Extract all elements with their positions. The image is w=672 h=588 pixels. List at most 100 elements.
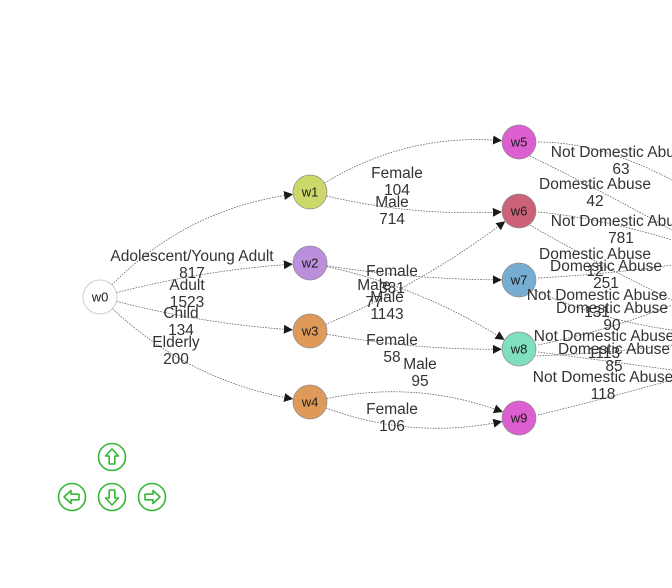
- node-w7[interactable]: w7: [501, 262, 537, 298]
- node-w5[interactable]: w5: [501, 124, 537, 160]
- node-circle[interactable]: [501, 400, 537, 436]
- node-label: w8: [510, 342, 528, 357]
- node-w8[interactable]: w8: [501, 331, 537, 367]
- edge-label-value: 131: [584, 304, 610, 321]
- nodes-layer: w0 w1 w2 w3 w4 w5 w6 w7 w8 w9: [82, 124, 537, 436]
- node-label: w5: [510, 135, 528, 150]
- nav-left-button[interactable]: [57, 482, 87, 512]
- nav-button-ring[interactable]: [57, 482, 87, 512]
- node-label: w7: [510, 273, 528, 288]
- edge-label-value: 104: [384, 182, 410, 199]
- node-w4[interactable]: w4: [292, 384, 328, 420]
- nav-button-ring[interactable]: [137, 482, 167, 512]
- edge-label-value: 95: [411, 373, 428, 390]
- node-w3[interactable]: w3: [292, 313, 328, 349]
- edge-label-value: 1523: [170, 294, 204, 311]
- node-label: w0: [91, 290, 109, 305]
- edge-label-value: 251: [593, 275, 619, 292]
- node-label: w9: [510, 411, 528, 426]
- edge-w8-offscreen: [537, 351, 672, 371]
- node-label: w3: [301, 324, 319, 339]
- edge-label-text: Not Domestic Abuse: [527, 287, 667, 304]
- edge-label-value: 85: [605, 358, 622, 375]
- node-w0[interactable]: w0: [82, 279, 118, 315]
- edge-label-text: Domestic Abuse: [558, 341, 670, 358]
- edge-label-text: Domestic Abuse: [556, 300, 668, 317]
- edge-label-value: 200: [163, 351, 189, 368]
- node-w9[interactable]: w9: [501, 400, 537, 436]
- edge-w8-offscreen: [533, 344, 672, 357]
- edge-w9-offscreen: [537, 379, 672, 416]
- edge-w5-offscreen: [529, 155, 672, 231]
- node-circle[interactable]: [501, 193, 537, 229]
- arrow-left-icon: [63, 489, 80, 505]
- node-circle[interactable]: [292, 245, 328, 281]
- edge-label-value: 106: [379, 418, 405, 435]
- edge-label-text: Female: [366, 263, 418, 280]
- edge-w0-w2: [116, 260, 293, 294]
- edge-label-text: Domestic Abuse: [539, 176, 651, 193]
- node-circle[interactable]: [501, 124, 537, 160]
- edge-label-text: Adolescent/Young Adult: [110, 248, 274, 265]
- edge-label-text: Male: [370, 289, 404, 306]
- edge-label-value: 118: [591, 386, 616, 403]
- edge-w2-w8: [326, 266, 505, 340]
- nav-down-button[interactable]: [97, 482, 127, 512]
- edge-label-value: 1113: [588, 345, 620, 362]
- edge-w7-offscreen: [533, 289, 672, 331]
- edge-label-text: Adult: [169, 277, 205, 294]
- edge-label-text: Domestic Abuse: [539, 246, 651, 263]
- node-circle[interactable]: [292, 384, 328, 420]
- edge-w0-w3: [116, 300, 293, 334]
- edge-label-text: Child: [163, 305, 198, 322]
- arrow-right-icon: [144, 489, 161, 505]
- nav-right-button[interactable]: [137, 482, 167, 512]
- node-circle[interactable]: [501, 262, 537, 298]
- edge-w6-offscreen: [537, 211, 672, 241]
- edge-label-value: 42: [586, 193, 603, 210]
- node-circle[interactable]: [82, 279, 118, 315]
- edge-label-text: Elderly: [152, 334, 200, 351]
- edge-label-value: 58: [383, 349, 400, 366]
- node-w1[interactable]: w1: [292, 174, 328, 210]
- edge-w2-w7: [326, 265, 502, 285]
- edge-label-value: 77: [365, 294, 382, 311]
- edge-label-text: Not Domestic Abuse: [534, 328, 672, 345]
- edge-w7-offscreen: [537, 264, 672, 279]
- edge-label-value: 381: [379, 280, 405, 297]
- node-circle[interactable]: [292, 313, 328, 349]
- nav-button-ring[interactable]: [97, 482, 127, 512]
- edge-label: Not Domestic Abuse781: [551, 213, 672, 247]
- edge-label-text: Female: [366, 332, 418, 349]
- node-circle[interactable]: [501, 331, 537, 367]
- edge-label: Not Domestic Abuse63: [551, 144, 672, 178]
- node-w6[interactable]: w6: [501, 193, 537, 229]
- edge-label-value: 63: [612, 161, 629, 178]
- node-label: w1: [301, 185, 319, 200]
- edge-label-text: Domestic Abuse: [550, 258, 662, 275]
- edge-label-value: 781: [608, 230, 634, 247]
- edge-w0-w4: [112, 308, 294, 402]
- nav-button-ring[interactable]: [97, 442, 127, 472]
- node-circle[interactable]: [292, 174, 328, 210]
- arrow-down-icon: [104, 489, 120, 506]
- edge-label-text: Not Domestic Abuse: [551, 213, 672, 230]
- edge-label-text: Not Domestic Abuse: [533, 369, 672, 386]
- node-w2[interactable]: w2: [292, 245, 328, 281]
- nav-up-button[interactable]: [97, 442, 127, 472]
- node-label: w2: [301, 256, 319, 271]
- edge-w4-w9: [325, 407, 503, 429]
- edge-label-text: Male: [357, 277, 391, 294]
